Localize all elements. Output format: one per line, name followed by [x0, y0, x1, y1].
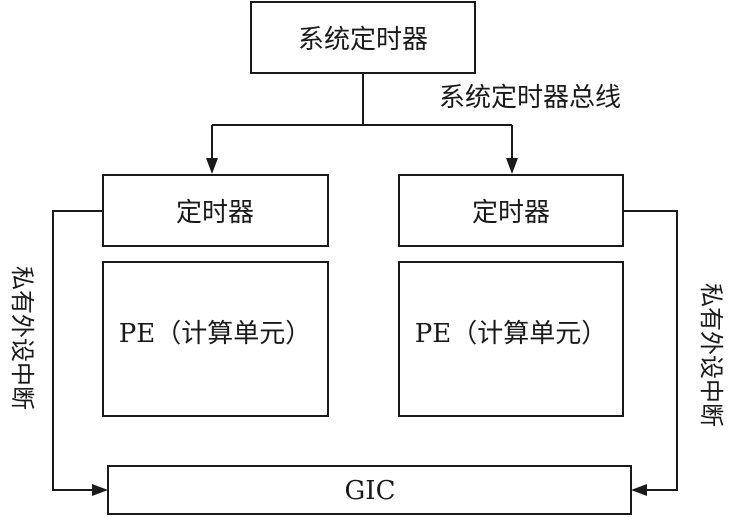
bus-left-arrow-icon — [206, 158, 218, 174]
system-timer-node: 系统定时器 — [250, 1, 476, 74]
right-interrupt-arrow-icon — [631, 484, 647, 496]
timer-node-left: 定时器 — [102, 174, 329, 247]
pe-box-right — [398, 261, 624, 417]
gic-label: GIC — [345, 476, 396, 506]
pe-node-left: PE（计算单元） — [102, 261, 329, 417]
right-interrupt-label: 私有外设中断 — [697, 283, 725, 427]
bus-right-arrow-icon — [506, 158, 518, 174]
pe-node-right: PE（计算单元） — [398, 261, 624, 417]
system-timer-label: 系统定时器 — [298, 25, 428, 55]
right-interrupt-path: 私有外设中断 — [623, 210, 725, 496]
left-interrupt-path: 私有外设中断 — [8, 210, 108, 496]
timer-node-right: 定时器 — [398, 174, 624, 247]
right-interrupt-line — [623, 210, 678, 491]
left-interrupt-arrow-icon — [92, 484, 108, 496]
timer-label-left: 定时器 — [176, 198, 254, 228]
timer-box-right — [398, 174, 624, 247]
timer-box-left — [102, 174, 329, 247]
timer-label-right: 定时器 — [472, 198, 550, 228]
bus-label: 系统定时器总线 — [439, 83, 621, 113]
system-timer-bus: 系统定时器总线 — [206, 73, 621, 174]
pe-label-right: PE（计算单元） — [415, 319, 607, 349]
pe-box-left — [102, 261, 329, 417]
pe-label-left: PE（计算单元） — [119, 319, 311, 349]
system-timer-box — [250, 1, 476, 74]
left-interrupt-label: 私有外设中断 — [8, 266, 36, 410]
left-interrupt-line — [52, 210, 103, 491]
gic-node: GIC — [107, 465, 632, 515]
